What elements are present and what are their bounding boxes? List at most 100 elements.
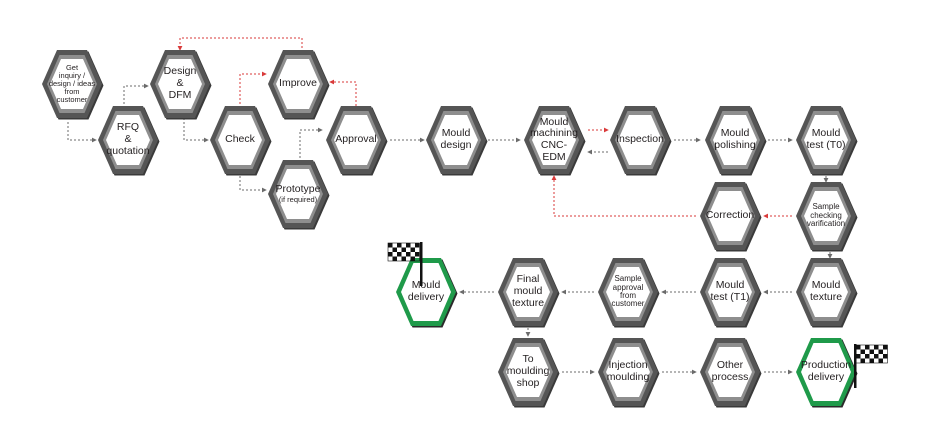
node-label-line: from — [620, 291, 636, 300]
connector-inquiry-rfq — [67, 122, 97, 143]
hexagon-shape — [705, 106, 767, 176]
node-label-line: Get — [65, 63, 79, 73]
node-label-line: texture — [809, 291, 843, 303]
hexagon-shape — [524, 106, 586, 176]
node-label-line: Improve — [279, 77, 317, 90]
node-label-line: quotation — [106, 144, 150, 157]
node-label-line: Injection — [608, 359, 648, 372]
hexagon-shape — [700, 338, 762, 408]
node-label-line: process — [711, 371, 749, 383]
node-label-line: checking — [810, 210, 842, 220]
hexagon-shape — [396, 258, 458, 328]
node-prototype: Prototype(if required) — [264, 156, 332, 232]
node-label-line: design / ideas — [48, 79, 96, 89]
node-label: Approval — [326, 106, 386, 174]
node-improve: Improve — [264, 46, 332, 122]
node-label-line: texture — [511, 296, 545, 309]
hexagon-shape — [268, 160, 330, 230]
node-label-line: customer — [611, 299, 645, 309]
node-correction: Correction — [696, 178, 764, 254]
node-check: Check — [206, 102, 274, 178]
node-label-line: design — [440, 139, 472, 151]
node-label-line: Mould — [811, 127, 841, 140]
node-label-line: Approval — [335, 133, 377, 146]
hexagon-shape — [426, 106, 488, 176]
node-label-line: EDM — [542, 150, 566, 163]
node-label-line: customer — [56, 94, 88, 104]
node-label-line: Prototype — [275, 183, 321, 196]
node-label-line: test (T0) — [806, 139, 846, 151]
node-label-line: Mould — [720, 127, 750, 140]
hexagon-shape — [498, 258, 560, 328]
hexagon-shape — [700, 182, 762, 252]
node-label-line: delivery — [807, 371, 845, 383]
feedback-improve-design — [177, 37, 303, 51]
node-label-line: Check — [225, 133, 255, 146]
node-label-line: polishing — [714, 139, 756, 151]
node-label-line: Production — [800, 359, 852, 372]
node-label-line: Sample — [812, 202, 840, 212]
node-rfq: RFQ&quotation — [94, 102, 162, 178]
node-label-line: mould — [513, 285, 543, 298]
finish-flag-mould-delivery-icon — [387, 242, 423, 286]
hexagon-shape — [796, 106, 858, 176]
node-inspection: Inspection — [606, 102, 674, 178]
hexagon-shape — [796, 182, 858, 252]
hexagon-shape — [98, 106, 160, 176]
node-label-line: Inspection — [616, 133, 664, 146]
connector-design-check — [183, 118, 209, 143]
node-approval: Approval — [322, 102, 390, 178]
feedback-check-improve — [239, 71, 267, 112]
node-label: Inspection — [610, 106, 670, 174]
hexagon-shape — [210, 106, 272, 176]
node-label-line: Correction — [705, 209, 755, 222]
hexagon-shape — [598, 258, 660, 328]
hexagon-shape — [796, 258, 858, 328]
node-label-line: & — [176, 77, 184, 90]
node-label-line: test (T1) — [710, 291, 750, 303]
node-label-line: To — [522, 353, 534, 366]
node-label-line: Mould — [441, 127, 471, 140]
node-label-line: moulding — [506, 365, 550, 378]
hexagon-shape — [268, 50, 330, 120]
connector-prototype-approval — [299, 127, 323, 158]
node-label-line: Mould — [811, 279, 841, 292]
node-label-line: inquiry / — [58, 71, 86, 81]
node-label: Improve — [268, 50, 328, 118]
node-label-line: delivery — [407, 291, 445, 303]
hexagon-shape — [796, 338, 858, 408]
hexagon-shape — [700, 258, 762, 328]
feedback-approval-improve — [329, 79, 357, 106]
connector-check-prototype — [239, 176, 267, 193]
hexagon-shape — [498, 338, 560, 408]
node-label-line: from — [64, 86, 80, 96]
node-label-line: Final — [516, 273, 540, 286]
hexagon-shape — [598, 338, 660, 408]
node-label: Prototype(if required) — [268, 160, 328, 228]
node-label-sub: (if required) — [278, 194, 318, 204]
